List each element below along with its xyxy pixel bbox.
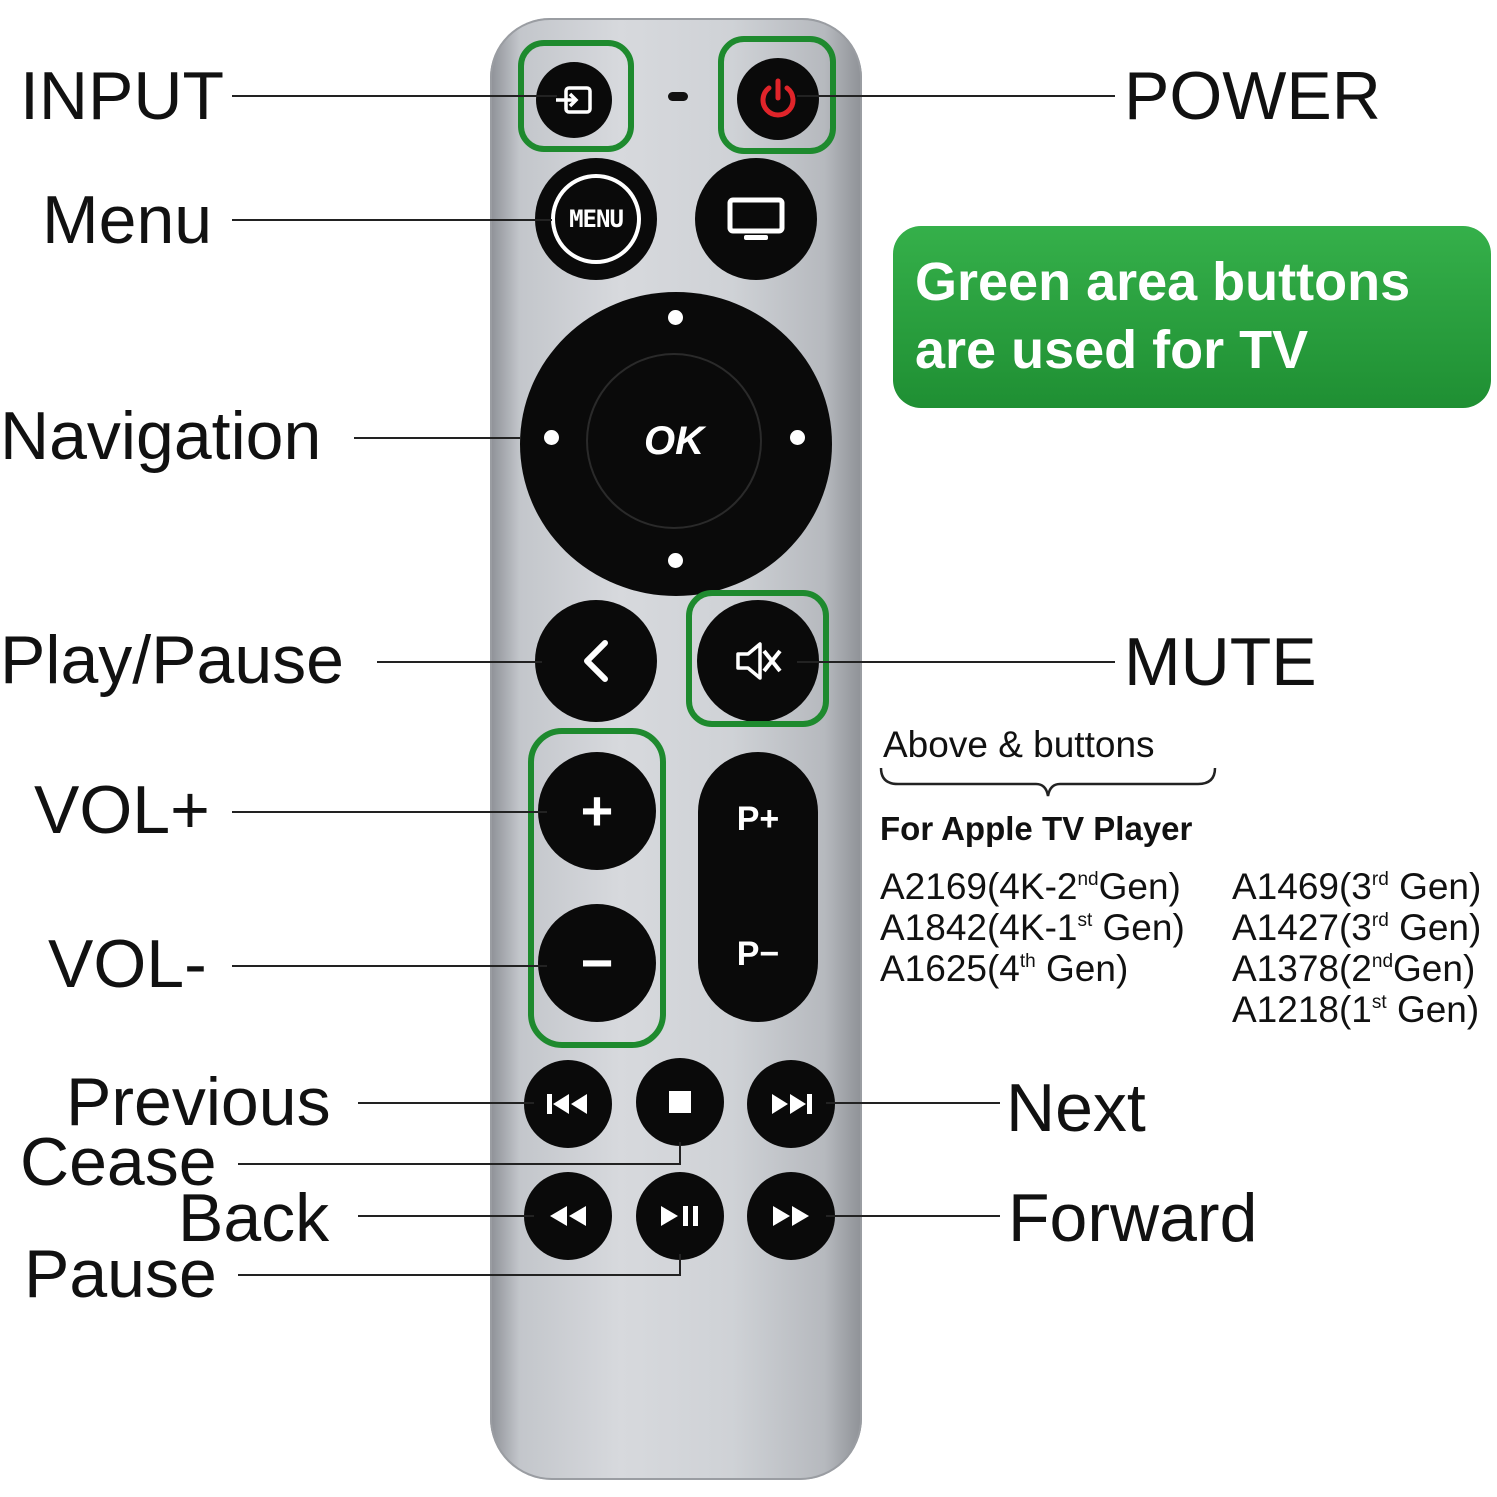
ok-label: OK (644, 418, 704, 463)
model-left-3: A1625(4th Gen) (880, 948, 1129, 989)
play-pause-icon (658, 1203, 702, 1229)
stop-button[interactable] (636, 1058, 724, 1146)
volume-highlight (528, 728, 666, 1048)
next-button[interactable] (747, 1060, 835, 1148)
label-vol-down: VOL- (48, 926, 207, 1002)
channel-down-label: P− (736, 935, 780, 973)
leader-vol-up (232, 811, 547, 813)
channel-down-button[interactable]: P− (698, 887, 818, 1022)
label-power: POWER (1124, 58, 1381, 134)
nav-right-dot[interactable] (790, 430, 805, 445)
leader-forward (826, 1215, 1000, 1217)
fast-forward-icon (770, 1203, 812, 1229)
rewind-button[interactable] (524, 1172, 612, 1260)
leader-power (797, 95, 1115, 97)
previous-button[interactable] (524, 1060, 612, 1148)
leader-cease (238, 1163, 681, 1165)
model-left-1: A2169(4K-2ndGen) (880, 866, 1181, 907)
nav-down-dot[interactable] (668, 553, 683, 568)
leader-input (232, 95, 557, 97)
channel-rocker: P+ P− (698, 752, 818, 1022)
leader-pause (238, 1274, 681, 1276)
nav-left-dot[interactable] (544, 430, 559, 445)
navigation-ring[interactable]: OK (520, 292, 832, 596)
leader-previous (358, 1102, 534, 1104)
leader-mute (797, 661, 1115, 663)
note-line-2: are used for TV (915, 320, 1309, 380)
tv-button[interactable] (695, 158, 817, 280)
label-previous: Previous (66, 1064, 331, 1140)
compat-above: Above & buttons (883, 724, 1155, 765)
input-button[interactable] (536, 62, 612, 138)
status-led (668, 92, 688, 101)
leader-play-pause (377, 661, 542, 663)
label-menu: Menu (42, 182, 213, 258)
leader-vol-down (232, 965, 547, 967)
vol-down-button[interactable]: − (538, 904, 656, 1022)
model-right-1: A1469(3rd Gen) (1232, 866, 1482, 907)
power-button[interactable] (737, 58, 819, 140)
channel-up-label: P+ (736, 800, 780, 838)
leader-cease-vertical (679, 1142, 681, 1165)
back-menu-button[interactable] (535, 600, 657, 722)
power-icon (756, 77, 800, 121)
vol-up-button[interactable]: + (538, 752, 656, 870)
nav-up-dot[interactable] (668, 310, 683, 325)
vol-up-glyph: + (580, 779, 614, 842)
label-forward: Forward (1008, 1180, 1258, 1256)
mute-icon (734, 639, 782, 683)
label-play-pause: Play/Pause (0, 622, 344, 698)
leader-navigation (354, 437, 520, 439)
menu-button-label: MENU (569, 205, 624, 233)
label-next: Next (1006, 1070, 1146, 1146)
menu-ring: MENU (551, 174, 641, 264)
stop-icon (667, 1089, 693, 1115)
label-cease: Cease (20, 1124, 217, 1200)
label-mute: MUTE (1124, 624, 1317, 700)
compat-for: For Apple TV Player (880, 810, 1193, 847)
chevron-left-icon (579, 637, 613, 685)
vol-down-glyph: − (580, 931, 614, 994)
rewind-icon (547, 1203, 589, 1229)
label-input: INPUT (20, 58, 224, 134)
input-icon (554, 84, 594, 116)
compat-brace (878, 766, 1218, 805)
label-back: Back (178, 1180, 330, 1256)
model-right-2: A1427(3rd Gen) (1232, 907, 1482, 948)
mute-highlight (686, 590, 829, 727)
leader-pause-vertical (679, 1254, 681, 1276)
previous-icon (545, 1091, 591, 1117)
tv-icon (727, 197, 785, 241)
leader-next (826, 1102, 1000, 1104)
channel-up-button[interactable]: P+ (698, 752, 818, 887)
label-vol-up: VOL+ (34, 772, 210, 848)
note-line-1: Green area buttons (915, 252, 1411, 312)
label-pause: Pause (24, 1236, 217, 1312)
play-pause-button[interactable] (636, 1172, 724, 1260)
leader-menu (232, 219, 552, 221)
model-left-2: A1842(4K-1st Gen) (880, 907, 1185, 948)
leader-back (358, 1215, 534, 1217)
model-right-4: A1218(1st Gen) (1232, 989, 1480, 1030)
tv-buttons-note: Green area buttons are used for TV (893, 226, 1491, 408)
next-icon (768, 1091, 814, 1117)
ok-button[interactable]: OK (588, 355, 760, 527)
menu-button[interactable]: MENU (535, 158, 657, 280)
fast-forward-button[interactable] (747, 1172, 835, 1260)
label-navigation: Navigation (0, 398, 322, 474)
model-right-3: A1378(2ndGen) (1232, 948, 1476, 989)
